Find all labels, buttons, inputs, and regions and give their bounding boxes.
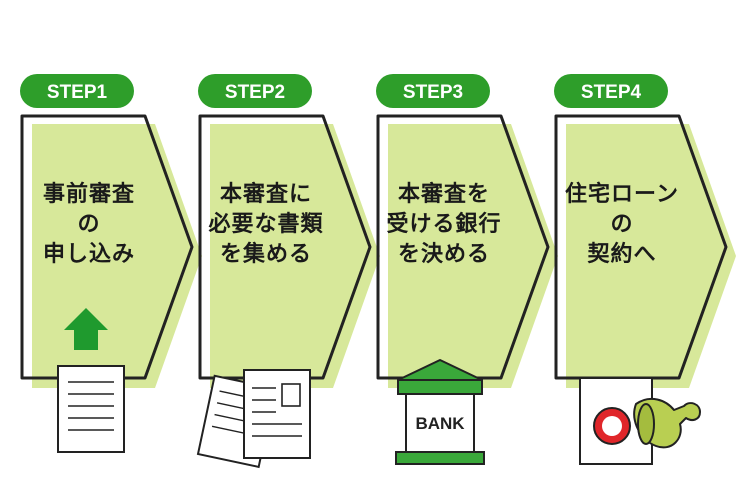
- bank-base: [395, 451, 485, 465]
- step4-shadow: [566, 124, 736, 388]
- step4-panel: [554, 114, 728, 380]
- step4-pill: [554, 74, 668, 108]
- red-stamp-inner: [602, 416, 622, 436]
- step2-shadow: [210, 124, 380, 388]
- step2-group: STEP2: [198, 74, 380, 388]
- step3-line2: 受ける銀行: [386, 212, 502, 237]
- step3-panel: [376, 114, 550, 380]
- step3-group: STEP3: [376, 74, 558, 388]
- up-arrow-icon: [64, 308, 108, 350]
- step1-pill: [20, 74, 134, 108]
- stamp-seal-icon: [579, 377, 701, 465]
- step3-pill: [376, 74, 490, 108]
- step1-line3: 申し込み: [42, 242, 135, 267]
- step2-pill: [198, 74, 312, 108]
- step3-shadow: [388, 124, 558, 388]
- step1-line2: の: [77, 212, 101, 237]
- step4-line2: の: [610, 212, 634, 237]
- seal-face: [637, 403, 655, 445]
- step4-line3: 契約へ: [587, 242, 657, 267]
- bank-building-icon: BANK: [395, 359, 485, 465]
- step2-line1: 本審査に: [219, 182, 312, 207]
- step3-line1: 本審査を: [397, 182, 490, 207]
- step2-line2: 必要な書類: [208, 212, 324, 237]
- documents-icon: [196, 369, 311, 469]
- step2-text: 本審査に 必要な書類 を集める: [191, 180, 341, 270]
- step3-line3: を決める: [397, 242, 490, 267]
- step2-panel: [198, 114, 372, 380]
- step3-text: 本審査を 受ける銀行 を決める: [369, 180, 519, 270]
- photo-box: [281, 383, 301, 407]
- bank-sign: BANK: [415, 414, 465, 433]
- step4-pill-label: STEP4: [581, 82, 642, 103]
- document-sheet: [57, 365, 125, 453]
- step2-line3: を集める: [219, 242, 312, 267]
- step1-text: 事前審査 の 申し込み: [14, 180, 164, 270]
- step1-panel: [20, 114, 194, 380]
- upload-arrow-document-icon: [57, 308, 125, 453]
- bank-roof-band: [397, 379, 483, 395]
- step1-line1: 事前審査: [42, 182, 135, 207]
- step4-group: STEP4: [554, 74, 736, 388]
- step1-pill-label: STEP1: [47, 82, 108, 103]
- step4-text: 住宅ローン の 契約へ: [547, 180, 697, 270]
- step4-line1: 住宅ローン: [565, 182, 679, 207]
- step3-pill-label: STEP3: [403, 82, 463, 103]
- step2-pill-label: STEP2: [225, 82, 285, 103]
- bank-body: [405, 393, 475, 453]
